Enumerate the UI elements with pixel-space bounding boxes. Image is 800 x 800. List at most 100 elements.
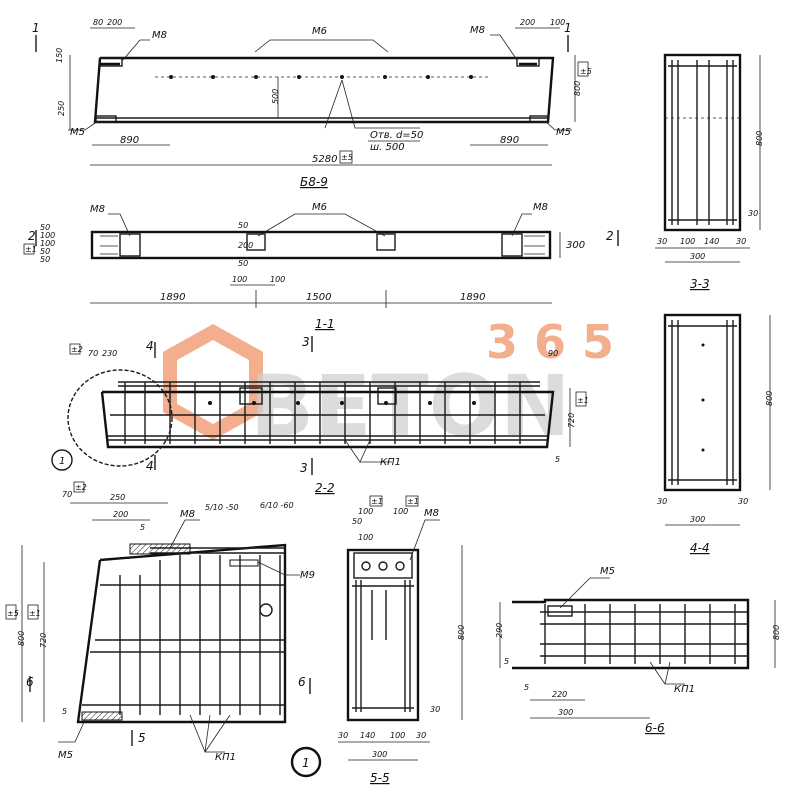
section-6-6: М5 КП1 290 5 5 220 300 800 6-6 bbox=[495, 566, 781, 735]
s22-dim-70: 70 bbox=[88, 349, 98, 358]
title-3-3: 3-3 bbox=[690, 277, 710, 291]
s55-dim-100a: 100 bbox=[358, 507, 373, 516]
beam-outline bbox=[93, 56, 555, 124]
section44-outline bbox=[663, 313, 742, 492]
s55-tol-b: ±1 bbox=[407, 497, 419, 506]
title-1-1: 1-1 bbox=[315, 317, 335, 331]
d1-marker-5: 5 bbox=[138, 731, 146, 745]
label-m6: М6 bbox=[312, 26, 327, 37]
watermark-word: BETON bbox=[250, 357, 570, 455]
detail-stirrups bbox=[119, 555, 281, 715]
s33-dim-800: 800 bbox=[755, 131, 764, 146]
tol-elev-b: ±5 bbox=[341, 153, 353, 162]
d1-dim-5a: 5 bbox=[140, 523, 145, 532]
plan-dim-50c: 50 bbox=[40, 255, 50, 264]
section33-outline bbox=[663, 53, 742, 232]
detail-callout-circle bbox=[67, 369, 173, 467]
title-5-5: 5-5 bbox=[370, 771, 390, 785]
d1-dim-720: 720 bbox=[39, 633, 48, 648]
s22-tol-b: ±1 bbox=[577, 396, 589, 405]
d1-marker-6-right: 6 bbox=[298, 675, 306, 689]
dim-80: 80 bbox=[93, 18, 103, 27]
section-mark-2-right: 2 bbox=[606, 229, 614, 243]
dim-200-right: 200 bbox=[520, 18, 535, 27]
section-mark-1-right: 1 bbox=[564, 21, 572, 35]
s55-dim-30a: 30 bbox=[430, 705, 440, 714]
d1-tol-b: ±5 bbox=[7, 609, 19, 618]
s55-dim-100b: 100 bbox=[393, 507, 408, 516]
beam-elevation: М6 М8 М8 М5 М5 Отв. d=50 ш. 500 150 250 … bbox=[32, 18, 592, 189]
plate-m8-right bbox=[516, 57, 540, 67]
dim-5280: 5280 bbox=[312, 154, 337, 165]
s55-dim-100c: 100 bbox=[358, 533, 373, 542]
plan-outline bbox=[90, 230, 552, 260]
s44-dim-800: 800 bbox=[765, 391, 774, 406]
s66-stirrups bbox=[584, 604, 736, 664]
s66-dim-800: 800 bbox=[772, 625, 781, 640]
dim-890-left: 890 bbox=[120, 135, 139, 146]
section-5-5: М8 50 100 100 100 ±1 ±1 800 30 30 140 10… bbox=[338, 495, 466, 785]
label-m8-left: М8 bbox=[152, 30, 167, 41]
plan-dim-100c: 100 bbox=[232, 275, 247, 284]
s33-dim-30a: 30 bbox=[748, 209, 758, 218]
s66-dim-290: 290 bbox=[495, 623, 504, 638]
d1-label-m8: М8 bbox=[180, 509, 195, 520]
dim-200-left: 200 bbox=[107, 18, 122, 27]
s55-dim-30c: 30 bbox=[416, 731, 426, 740]
plan-label-m6: М6 bbox=[312, 202, 327, 213]
plan-dim-300: 300 bbox=[566, 240, 585, 251]
s44-dim-30a: 30 bbox=[657, 497, 667, 506]
section66-outline bbox=[512, 598, 750, 670]
plan-dim-100a: 100 bbox=[40, 231, 55, 240]
tol-elev-a: ±5 bbox=[580, 67, 592, 76]
dim-250: 250 bbox=[57, 101, 66, 116]
s66-dim-300: 300 bbox=[558, 708, 573, 717]
plan-dim-50e: 50 bbox=[238, 259, 248, 268]
section-3-3: 800 30 30 100 140 30 300 3-3 bbox=[655, 53, 764, 291]
d1-tol-c: ±1 bbox=[29, 609, 41, 618]
d1-dim-800: 800 bbox=[17, 631, 26, 646]
d1-dim-200: 200 bbox=[113, 510, 128, 519]
section55-outline bbox=[346, 548, 420, 722]
s55-dim-30b: 30 bbox=[338, 731, 348, 740]
d1-marker-6-left: 6 bbox=[26, 675, 34, 689]
s66-dim-5b: 5 bbox=[524, 683, 529, 692]
beam-plan: М8 М6 М8 50 100 100 50 50 ±1 50 200 50 3… bbox=[23, 202, 619, 331]
d1-frac-a: 5/10 -50 bbox=[205, 503, 239, 512]
plan-dim-1890-left: 1890 bbox=[160, 292, 185, 303]
s66-kp1: КП1 bbox=[674, 684, 695, 695]
marker-4-top: 4 bbox=[146, 339, 154, 353]
s55-dim-100d: 100 bbox=[390, 731, 405, 740]
marker-3-top: 3 bbox=[302, 335, 310, 349]
d1-dim-70: 70 bbox=[62, 490, 72, 499]
s55-dim-300: 300 bbox=[372, 750, 387, 759]
s22-kp1: КП1 bbox=[380, 457, 401, 468]
plan-dim-100b: 100 bbox=[40, 239, 55, 248]
d1-kp1: КП1 bbox=[215, 752, 236, 763]
dim-890-right: 890 bbox=[500, 135, 519, 146]
marker-3-bottom: 3 bbox=[300, 461, 308, 475]
d1-tol-a: ±2 bbox=[75, 483, 87, 492]
dim-800: 800 bbox=[573, 81, 582, 96]
section-4-4: 800 30 30 300 4-4 bbox=[657, 313, 774, 555]
plan-dim-100d: 100 bbox=[270, 275, 285, 284]
plate-m8-left bbox=[99, 57, 123, 67]
detail-1: М8 5/10 -50 6/10 -60 М9 М5 КП1 70 ±2 250… bbox=[5, 481, 322, 778]
detail1-outline bbox=[76, 543, 287, 724]
s22-dim-230: 230 bbox=[102, 349, 117, 358]
s33-dim-300: 300 bbox=[690, 252, 705, 261]
s55-dim-800: 800 bbox=[457, 625, 466, 640]
dim-100-right: 100 bbox=[550, 18, 565, 27]
s66-dim-5a: 5 bbox=[504, 657, 509, 666]
dim-500: 500 bbox=[271, 89, 280, 104]
d1-label-m5: М5 bbox=[58, 750, 73, 761]
s33-dim-30b: 30 bbox=[657, 237, 667, 246]
s22-tol-a: ±2 bbox=[71, 345, 83, 354]
plan-dim-1500: 1500 bbox=[306, 292, 331, 303]
stirrups bbox=[124, 382, 521, 444]
s55-tol-a: ±1 bbox=[371, 497, 383, 506]
s33-dim-100: 100 bbox=[680, 237, 695, 246]
hole-note-diameter: Отв. d=50 bbox=[370, 130, 423, 141]
